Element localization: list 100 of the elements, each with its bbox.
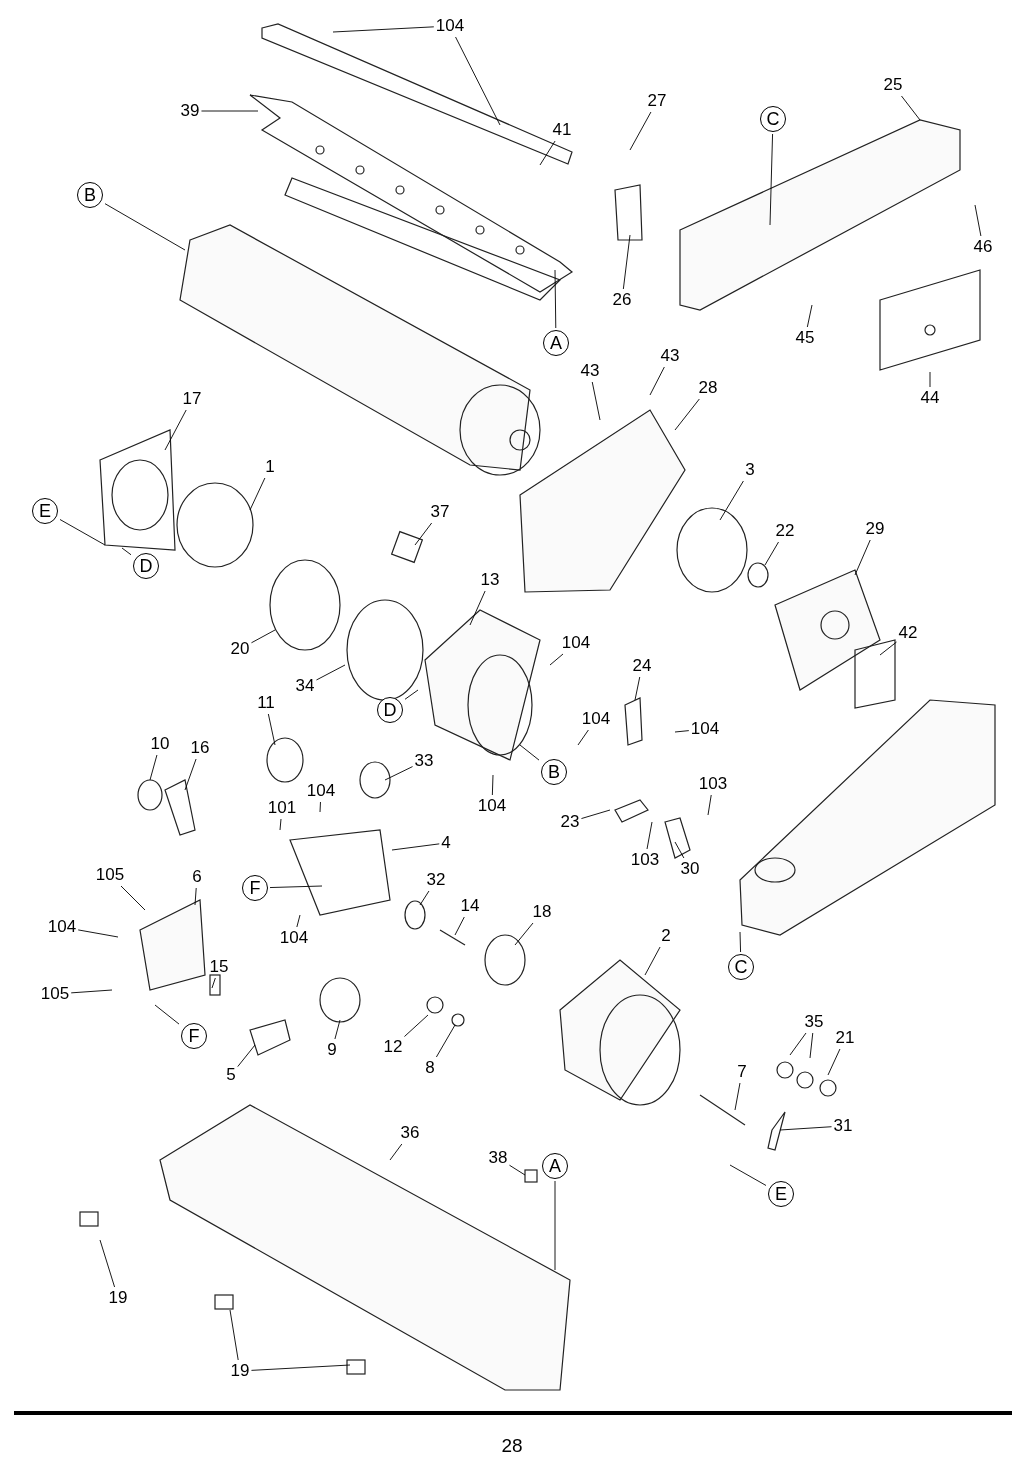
reference-circle: B	[541, 759, 567, 785]
leader-line	[739, 931, 742, 953]
callout-number: 22	[775, 522, 795, 540]
callout-number: 17	[182, 390, 202, 408]
leader-line	[577, 729, 589, 746]
leader-line	[789, 1032, 807, 1056]
callout-number: 23	[560, 813, 580, 831]
reference-circle: E	[768, 1181, 794, 1207]
leader-line	[554, 269, 557, 329]
leader-line	[719, 480, 744, 521]
leader-line	[419, 890, 430, 906]
leader-line	[549, 653, 564, 666]
leader-line	[414, 522, 433, 546]
callout-number: 104	[435, 17, 465, 35]
callout-number: 5	[226, 1066, 236, 1084]
leader-line	[267, 713, 276, 746]
leader-line	[237, 1044, 256, 1068]
leader-line	[591, 381, 601, 421]
leader-line	[539, 140, 556, 166]
callout-number: 33	[414, 752, 434, 770]
callout-number: 43	[660, 347, 680, 365]
leader-line	[644, 946, 661, 976]
callout-number: 19	[230, 1362, 250, 1380]
callout-number: 19	[108, 1289, 128, 1307]
callout-number: 20	[230, 640, 250, 658]
leader-line	[734, 1082, 741, 1111]
callout-number: 43	[580, 362, 600, 380]
callout-number: 37	[430, 503, 450, 521]
leader-line	[59, 519, 106, 546]
reference-circle: C	[760, 106, 786, 132]
callout-number: 15	[209, 958, 229, 976]
leader-line	[121, 547, 132, 556]
leader-line	[194, 887, 197, 906]
callout-number: 35	[804, 1013, 824, 1031]
leader-line	[389, 1143, 403, 1161]
leader-line	[251, 1364, 351, 1371]
reference-circle: F	[242, 875, 268, 901]
leader-line	[454, 916, 465, 936]
callout-number: 9	[327, 1041, 337, 1059]
callout-number: 104	[581, 710, 611, 728]
callout-number: 26	[612, 291, 632, 309]
callout-number: 104	[690, 720, 720, 738]
leader-line	[334, 1019, 341, 1040]
leader-line	[251, 629, 276, 644]
page-number: 28	[501, 1435, 523, 1457]
callout-number: 104	[279, 929, 309, 947]
callout-number: 12	[383, 1038, 403, 1056]
callout-number: 31	[833, 1117, 853, 1135]
leader-line	[901, 95, 921, 121]
leader-line	[854, 539, 871, 576]
leader-line	[435, 1024, 456, 1058]
leader-line	[455, 36, 501, 126]
leader-line	[201, 110, 259, 112]
leader-line	[769, 133, 774, 226]
leader-line	[622, 234, 631, 290]
callout-number: 1	[265, 458, 275, 476]
callout-number: 29	[865, 520, 885, 538]
reference-circle: F	[181, 1023, 207, 1049]
leader-line	[154, 1004, 180, 1025]
leader-line	[469, 590, 486, 626]
callout-number: 10	[150, 735, 170, 753]
leader-line	[77, 929, 119, 938]
callout-number: 104	[477, 797, 507, 815]
callout-number: 27	[647, 92, 667, 110]
leader-line	[581, 809, 611, 819]
callout-number: 105	[95, 866, 125, 884]
callout-number: 16	[190, 739, 210, 757]
callout-number: 6	[192, 868, 202, 886]
callout-number: 105	[40, 985, 70, 1003]
callout-number: 14	[460, 897, 480, 915]
callout-number: 45	[795, 329, 815, 347]
callout-number: 18	[532, 903, 552, 921]
reference-circle: C	[728, 954, 754, 980]
leader-line	[649, 366, 665, 396]
leader-line	[634, 676, 641, 701]
callout-number: 39	[180, 102, 200, 120]
leader-line	[674, 841, 685, 859]
callout-number: 41	[552, 121, 572, 139]
leader-line	[879, 641, 897, 656]
reference-circle: B	[77, 182, 103, 208]
callout-number: 104	[561, 634, 591, 652]
leader-line	[674, 730, 690, 733]
leader-line	[99, 1239, 116, 1288]
callout-number: 28	[698, 379, 718, 397]
callout-number: 24	[632, 657, 652, 675]
leader-line	[404, 689, 419, 700]
callout-number: 13	[480, 571, 500, 589]
leader-line	[729, 1164, 767, 1186]
leader-line	[184, 758, 197, 791]
callout-number: 32	[426, 871, 446, 889]
callout-number: 30	[680, 860, 700, 878]
leader-line	[764, 541, 779, 566]
callout-number: 103	[698, 775, 728, 793]
leader-line	[514, 922, 534, 946]
callout-number: 21	[835, 1029, 855, 1047]
callout-number: 25	[883, 76, 903, 94]
leader-line	[249, 477, 266, 511]
leader-line	[149, 754, 158, 781]
callout-number: 38	[488, 1149, 508, 1167]
callout-number: 11	[257, 694, 275, 712]
